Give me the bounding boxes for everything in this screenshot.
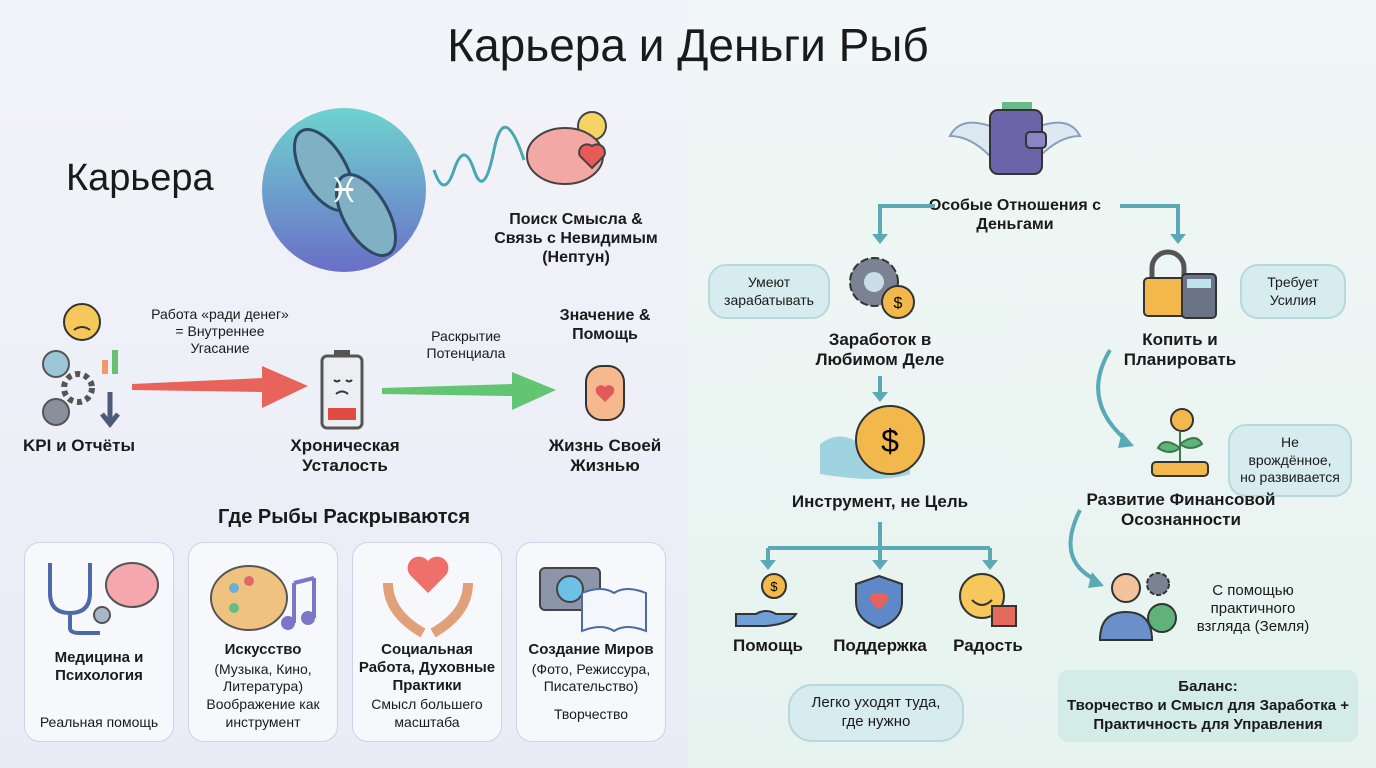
battery-low-icon: [320, 350, 364, 430]
red-arrow: [132, 366, 308, 408]
fatigue-label: Хроническая Усталость: [290, 436, 400, 476]
card-medicine: Медицина и Психология Реальная помощь: [24, 542, 174, 742]
svg-text:$: $: [770, 579, 778, 594]
save-bubble: Требует Усилия: [1240, 264, 1346, 319]
page-title: Карьера и Деньги Рыб: [447, 19, 929, 71]
card-subtitle: Воображение как инструмент: [206, 696, 320, 730]
balance-box: Баланс: Творчество и Смысл для Заработка…: [1058, 670, 1358, 742]
card-title: Создание Миров: [528, 641, 654, 658]
card-title: Медицина и Психология: [54, 649, 144, 684]
palette-music-icon: [210, 565, 316, 631]
card-title: Искусство: [224, 641, 302, 658]
svg-text:$: $: [894, 295, 903, 312]
tool-label: Инструмент, не Цель: [791, 492, 969, 511]
arrow1-label: Работа «ради денег» = Внутреннее Угасани…: [151, 306, 289, 356]
winged-wallet-icon: [948, 102, 1082, 175]
coin-wave-icon: $: [820, 405, 925, 479]
heart-hands-icon: [383, 556, 473, 638]
kpi-charts-icon: [42, 303, 120, 429]
svg-text:$: $: [881, 423, 899, 459]
support-label: Поддержка: [833, 636, 927, 655]
balance-text: Творчество и Смысл для Заработка + Практ…: [1066, 696, 1350, 733]
shield-heart-icon: [855, 574, 903, 630]
kpi-label: KPI и Отчёты: [23, 436, 135, 455]
earn-label: Заработок в Любимом Деле: [815, 330, 945, 370]
practical-label: С помощью практичного взгляда (Земля): [1196, 582, 1310, 635]
person-gear-globe-icon: [1098, 572, 1177, 641]
earn-bubble: Умеют зарабатывать: [708, 264, 830, 319]
where-heading: Где Рыбы Раскрываются: [217, 506, 471, 528]
card-detail: (Фото, Режиссура, Писательство): [531, 661, 651, 694]
card-detail: (Музыка, Кино, Литература): [214, 661, 312, 694]
card-social: Социальная Работа, Духовные Практики Смы…: [352, 542, 502, 742]
awareness-label: Развитие Финансовой Осознанности: [1086, 490, 1276, 530]
hand-heart-icon: [585, 365, 625, 421]
stethoscope-brain-icon: [48, 562, 159, 635]
card-art: Искусство (Музыка, Кино, Литература) Воо…: [188, 542, 338, 742]
brain-bulb-heart-icon: [526, 111, 607, 185]
awareness-bubble: Не врождённое, но развивается: [1228, 424, 1352, 497]
card-subtitle: Смысл большего масштаба: [371, 696, 483, 730]
flow-bubble: Легко уходят туда, где нужно: [788, 684, 964, 742]
svg-text:♓: ♓: [329, 172, 359, 210]
arrow2-label: Раскрытие Потенциала: [426, 328, 506, 361]
gear-coin-icon: $: [849, 257, 915, 319]
save-label: Копить и Планировать: [1123, 330, 1237, 370]
green-arrow: [382, 372, 556, 410]
card-title: Социальная Работа, Духовные Практики: [358, 641, 496, 694]
smile-gift-icon: [959, 573, 1017, 627]
balance-title: Баланс:: [1178, 678, 1238, 695]
career-heading: Карьера: [66, 157, 214, 199]
pisces-icon: ♓: [262, 108, 426, 272]
life-label: Жизнь Своей Жизнью: [548, 436, 662, 476]
help-label: Помощь: [733, 636, 803, 655]
card-subtitle: Реальная помощь: [39, 713, 159, 730]
money-root: Особые Отношения с Деньгами: [928, 197, 1102, 234]
neptune-label: Поиск Смысла & Связь с Невидимым (Нептун…: [494, 211, 658, 267]
card-subtitle: Творчество: [553, 705, 629, 722]
camera-book-icon: [539, 567, 647, 633]
money-plant-icon: [1151, 408, 1209, 477]
joy-label: Радость: [953, 636, 1023, 655]
wave-line: [432, 126, 526, 187]
card-worlds: Создание Миров (Фото, Режиссура, Писател…: [516, 542, 666, 742]
meaning-label: Значение & Помощь: [559, 307, 651, 344]
lock-calculator-icon: [1143, 249, 1217, 319]
hand-coin-icon: $: [735, 573, 798, 627]
